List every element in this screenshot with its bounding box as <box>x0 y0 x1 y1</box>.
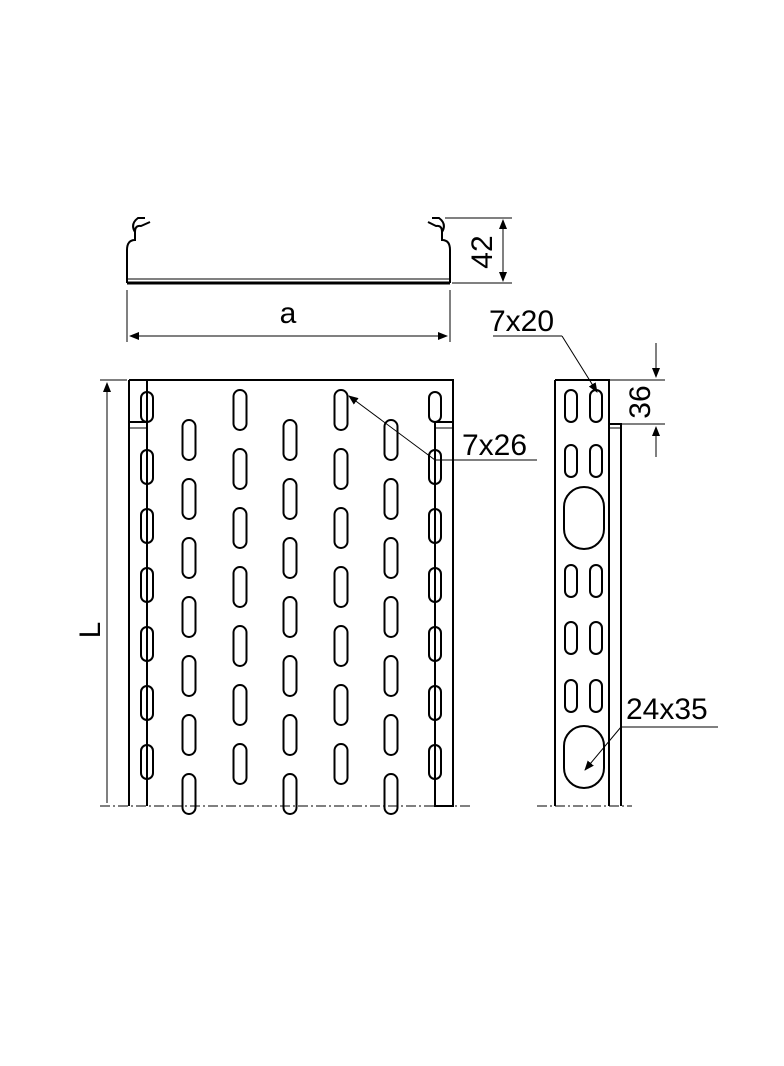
slot <box>589 621 603 655</box>
slot <box>333 389 349 431</box>
slot <box>428 449 442 485</box>
slot <box>282 655 298 697</box>
slot-7x20-label: 7x20 <box>489 305 554 338</box>
slot <box>181 655 197 697</box>
height-dimension <box>445 217 512 284</box>
slot <box>589 679 603 713</box>
slot <box>383 478 399 520</box>
slot <box>383 419 399 461</box>
dim-36-dimension <box>609 343 665 457</box>
slot <box>232 684 248 726</box>
slot <box>282 419 298 461</box>
hole-24x35-label: 24x35 <box>626 693 708 726</box>
side-view-large-holes <box>563 486 605 789</box>
slot <box>589 444 603 478</box>
dim-36-label: 36 <box>624 385 657 418</box>
slot <box>181 478 197 520</box>
width-dimension <box>126 290 451 342</box>
slot <box>140 744 154 780</box>
slot <box>333 684 349 726</box>
slot <box>232 625 248 667</box>
slot <box>140 391 154 423</box>
height-label: 42 <box>466 235 499 268</box>
length-label: L <box>74 622 107 639</box>
hole-24x35-leader <box>584 726 718 771</box>
plan-view-slots <box>140 389 442 815</box>
slot <box>564 621 578 655</box>
slot <box>140 685 154 721</box>
slot-7x26-leader <box>348 395 537 461</box>
slot <box>282 596 298 638</box>
slot <box>383 773 399 815</box>
slot <box>282 537 298 579</box>
slot <box>333 507 349 549</box>
width-label: a <box>280 297 297 330</box>
slot <box>428 626 442 662</box>
slot <box>232 507 248 549</box>
slot <box>232 566 248 608</box>
slot <box>333 448 349 490</box>
slot <box>181 773 197 815</box>
slot <box>383 537 399 579</box>
length-dimension <box>100 379 127 803</box>
slot <box>333 743 349 785</box>
slot <box>333 625 349 667</box>
slot <box>564 564 578 598</box>
slot <box>140 449 154 485</box>
cross-section-profile <box>126 217 451 285</box>
slot <box>232 743 248 785</box>
slot <box>282 773 298 815</box>
slot <box>181 537 197 579</box>
slot-7x26-label: 7x26 <box>462 429 527 462</box>
slot <box>232 448 248 490</box>
slot <box>428 391 442 423</box>
slot <box>333 566 349 608</box>
slot <box>140 567 154 603</box>
slot <box>428 508 442 544</box>
side-view-slots <box>564 389 603 713</box>
slot <box>383 655 399 697</box>
slot <box>181 714 197 756</box>
slot <box>282 714 298 756</box>
slot <box>428 744 442 780</box>
slot <box>428 567 442 603</box>
slot <box>564 389 578 423</box>
slot <box>181 596 197 638</box>
slot <box>564 444 578 478</box>
slot <box>232 389 248 431</box>
slot <box>589 564 603 598</box>
slot <box>181 419 197 461</box>
slot <box>564 679 578 713</box>
slot <box>383 596 399 638</box>
slot <box>589 389 603 423</box>
slot <box>140 508 154 544</box>
slot <box>282 478 298 520</box>
slot <box>383 714 399 756</box>
plan-view-outline <box>128 379 454 807</box>
slot-7x20-leader <box>493 335 598 393</box>
slot <box>140 626 154 662</box>
slot <box>428 685 442 721</box>
